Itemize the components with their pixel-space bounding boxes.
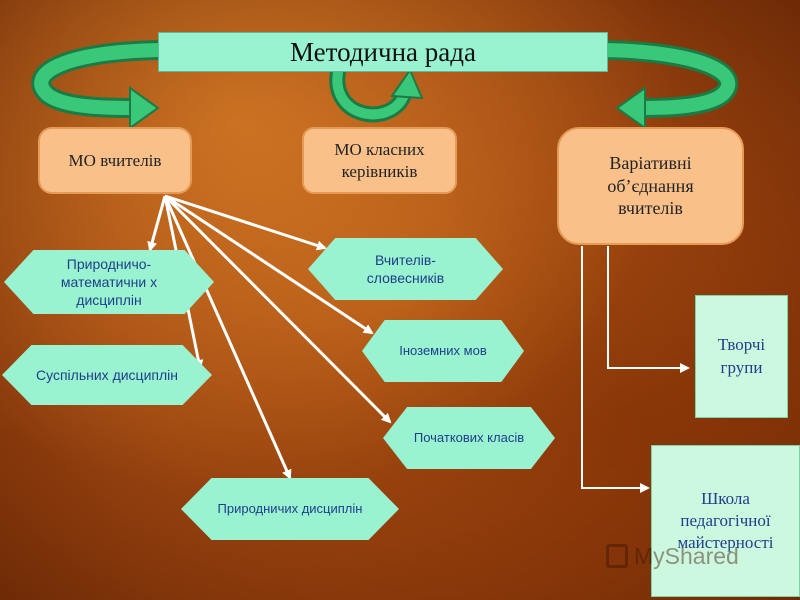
curved-arrow-right-icon bbox=[595, 40, 739, 130]
watermark: MyShared bbox=[606, 540, 776, 572]
curved-arrow-left-icon bbox=[31, 40, 170, 130]
watermark-text: MyShared bbox=[634, 542, 739, 569]
council-title: Методична рада bbox=[158, 32, 608, 72]
variative-connectors bbox=[581, 246, 690, 493]
foreign-languages-hex: Іноземних мов bbox=[362, 320, 524, 382]
creative-groups-box: Творчі групи bbox=[695, 295, 788, 418]
teachers-association-box: МО вчителів bbox=[38, 127, 192, 194]
curved-arrow-center-icon bbox=[329, 64, 424, 123]
language-teachers-hex: Вчителів-словесників bbox=[308, 238, 503, 300]
class-teachers-association-box: МО класних керівників bbox=[302, 127, 457, 194]
natural-subjects-hex: Природничих дисциплін bbox=[181, 478, 399, 540]
primary-classes-hex: Початкових класів bbox=[383, 407, 555, 469]
variative-associations-box: Варіативні об’єднання вчителів bbox=[557, 127, 744, 245]
social-subjects-hex: Суспільних дисциплін bbox=[2, 345, 212, 405]
pedagogical-mastery-school-box: Школа педагогічної майстерності bbox=[651, 445, 800, 597]
presentation-icon bbox=[606, 544, 628, 568]
natural-math-subjects-hex: Природничо-математични х дисциплін bbox=[4, 250, 214, 314]
